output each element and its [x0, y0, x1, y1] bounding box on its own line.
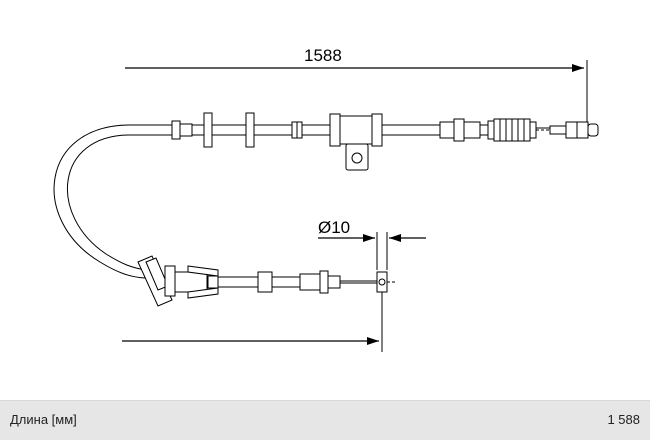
cable-nipple [376, 271, 396, 293]
bracket-clip [329, 113, 383, 171]
end-fitting-right [549, 121, 599, 139]
rubber-boot [479, 118, 537, 142]
lower-bracket [137, 255, 219, 307]
cable-sheath [53, 124, 440, 279]
sleeve-fitting [171, 120, 193, 140]
lower-cable [218, 276, 300, 288]
spec-label: Длина [мм] [10, 412, 77, 427]
grommet-left [203, 112, 255, 148]
diameter-dimension: Ø10 [318, 218, 426, 270]
spec-value: 1 588 [607, 412, 640, 427]
crimp-fitting [291, 121, 303, 139]
lower-ferrule [299, 270, 341, 294]
length-dimension-text: 1588 [304, 46, 342, 65]
spec-row: Длина [мм] 1 588 [0, 400, 650, 440]
cable-drawing: 1588 [53, 46, 599, 352]
lower-sleeve [257, 271, 273, 293]
diameter-dimension-text: Ø10 [318, 218, 350, 237]
length-dimension: 1588 [125, 46, 588, 130]
inner-wire-bottom [340, 280, 378, 284]
bottom-dimension [122, 292, 383, 352]
adjuster-nut [439, 118, 481, 142]
